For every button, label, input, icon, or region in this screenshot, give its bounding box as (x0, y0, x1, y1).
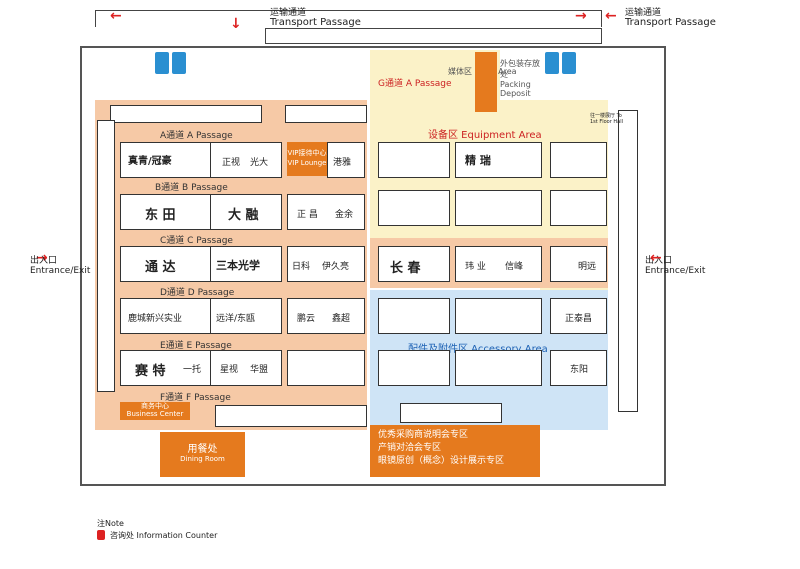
booth-block-3[interactable] (120, 194, 212, 230)
restroom-icon-4 (562, 52, 576, 74)
booth-equip-2[interactable] (455, 142, 542, 178)
restroom-icon-3 (545, 52, 559, 74)
exhibitor-guangda: 光大 (250, 158, 269, 168)
booth-right-2[interactable] (550, 190, 607, 226)
exhibitor-xingshi: 星视 (220, 365, 239, 375)
exhibitor-xinfeng: 信峰 (505, 262, 524, 272)
booth-row-a[interactable] (110, 105, 262, 123)
booth-equip-3[interactable] (378, 190, 450, 226)
first-floor-label: 往一楼展厅 To 1st Floor Hall (590, 113, 623, 125)
booth-block-1[interactable] (120, 142, 212, 178)
booth-row-f[interactable] (215, 405, 367, 427)
booth-mid-2[interactable] (455, 246, 542, 282)
exhibitor-sanben: 三本光学 (216, 259, 260, 272)
exhibitor-zhengshi: 正视 (222, 158, 241, 168)
entrance-arrow-left: → (36, 250, 48, 266)
exhibitor-xinchao: 鑫超 (332, 314, 351, 324)
passage-f: F通道 F Passage (160, 393, 231, 403)
passage-d: D通道 D Passage (160, 288, 235, 298)
restroom-icon (155, 52, 169, 74)
booth-right-5[interactable] (550, 350, 607, 386)
booth-acc-3[interactable] (378, 350, 450, 386)
booth-block-12[interactable] (120, 350, 212, 386)
passage-g: G通道 A Passage (378, 79, 452, 89)
dining-room[interactable]: 用餐处 Dining Room (160, 432, 245, 477)
left-booth-column[interactable] (97, 120, 115, 392)
exhibitor-dongyang: 东阳 (570, 365, 589, 375)
booth-block-9[interactable] (120, 298, 212, 334)
exhibitor-pengyun: 鹏云 (297, 314, 316, 324)
booth-equip-4[interactable] (455, 190, 542, 226)
booth-acc-4[interactable] (455, 350, 542, 386)
exhibitor-saite: 赛 特 (135, 364, 166, 379)
press-column (475, 52, 497, 112)
accessory-area-label: 配件及附件区 Accessory Area (408, 340, 548, 355)
exhibitor-darong: 大 融 (228, 208, 259, 223)
booth-block-5[interactable] (287, 194, 365, 230)
exhibitor-yijiu: 伊久亮 (322, 262, 350, 272)
booth-acc-1[interactable] (378, 298, 450, 334)
exhibitor-rike: 日科 (292, 262, 311, 272)
booth-acc-2[interactable] (455, 298, 542, 334)
exhibitor-lucheng: 鹿城新兴实业 (128, 314, 183, 324)
exhibitor-jinyu: 金余 (335, 210, 354, 220)
exhibitor-yituo: 一托 (183, 365, 202, 375)
equipment-area-label: 设备区 Equipment Area (428, 130, 542, 141)
passage-e: E通道 E Passage (160, 341, 232, 351)
booth-right-1[interactable] (550, 142, 607, 178)
exhibitor-gangya: 港雅 (333, 158, 352, 168)
exhibitor-dongtian: 东 田 (145, 208, 176, 223)
booth-block-10[interactable] (210, 298, 282, 334)
booth-row-g[interactable] (400, 403, 502, 423)
arrow-right-icon: → (575, 8, 587, 24)
booth-block-6[interactable] (120, 246, 212, 282)
exhibitor-weiye: 玮 业 (465, 262, 486, 272)
exhibitor-yuanyang: 远洋/东瓯 (216, 314, 256, 324)
arrow-down-icon: ↓ (230, 16, 242, 32)
booth-mid-1[interactable] (378, 246, 450, 282)
booth-block-7[interactable] (210, 246, 282, 282)
note-info: 咨询处 Information Counter (110, 531, 218, 540)
info-counter-icon (97, 530, 105, 540)
exhibitor-mingyuan: 明远 (578, 262, 597, 272)
exhibitor-tongda: 通 达 (145, 260, 176, 275)
booth-block-2[interactable] (210, 142, 282, 178)
booth-block-11[interactable] (287, 298, 365, 334)
note-title: 注Note (97, 519, 124, 528)
passage-a: A通道 A Passage (160, 131, 233, 141)
special-zone[interactable]: 优秀采购商说明会专区产销对洽会专区眼镜原创（概念）设计展示专区 (370, 425, 540, 477)
exhibitor-tongzhen: 真青/冠豪 (128, 156, 172, 167)
entrance-arrow-right: ← (650, 250, 662, 266)
exhibitor-changchun: 长 春 (390, 261, 421, 276)
transport-box (265, 28, 602, 44)
booth-row-a2[interactable] (285, 105, 367, 123)
booth-right-4[interactable] (550, 298, 607, 334)
arrow-left-icon: ← (110, 8, 122, 24)
exhibitor-zhengchang: 正 昌 (297, 210, 318, 220)
exhibitor-huameng: 华盟 (250, 365, 269, 375)
packing-deposit-label: 外包装存放处 Packing Deposit (500, 59, 540, 98)
top-transport-strip (95, 10, 602, 27)
passage-c: C通道 C Passage (160, 236, 233, 246)
booth-equip-1[interactable] (378, 142, 450, 178)
exhibitor-jingrui: 精 瑞 (465, 154, 491, 167)
booth-block-4[interactable] (210, 194, 282, 230)
passage-b: B通道 B Passage (155, 183, 228, 193)
booth-block-13[interactable] (210, 350, 282, 386)
booth-block-14[interactable] (287, 350, 365, 386)
booth-right-3[interactable] (550, 246, 607, 282)
right-booth-column[interactable] (618, 110, 638, 412)
booth-gangya[interactable] (327, 142, 365, 178)
exhibitor-zhengtai: 正泰昌 (565, 314, 593, 324)
booth-block-8[interactable] (287, 246, 365, 282)
restroom-icon-2 (172, 52, 186, 74)
arrow-left-icon-right: ← (605, 8, 617, 24)
